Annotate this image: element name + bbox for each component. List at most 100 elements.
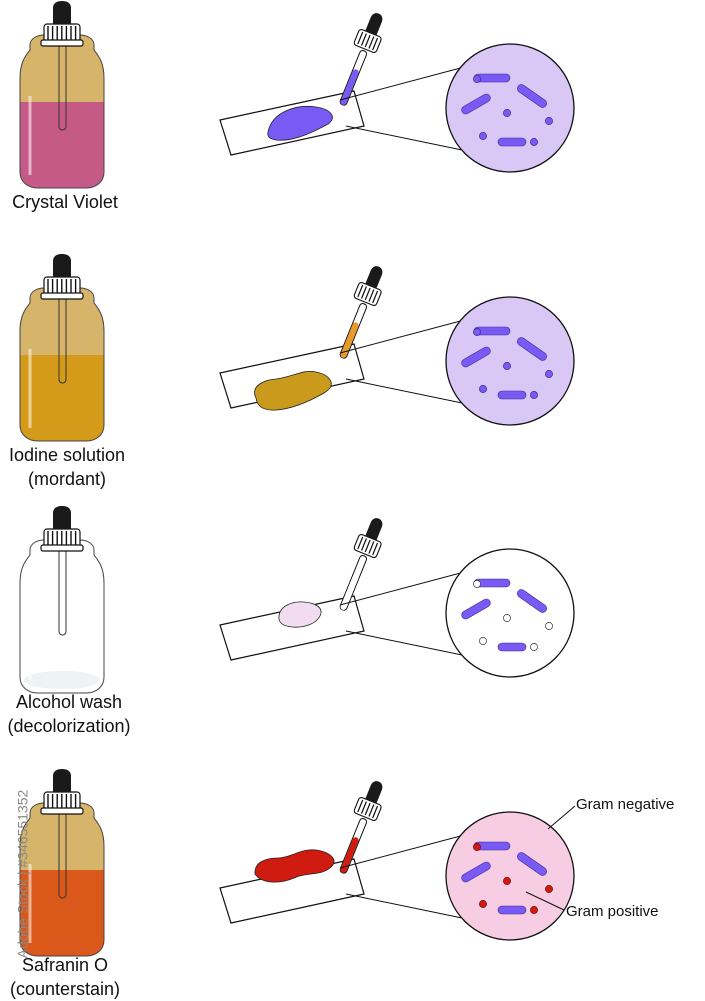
zoom-line-bottom xyxy=(345,125,463,151)
bacterium-coccus xyxy=(530,643,538,651)
bacterium-coccus xyxy=(473,75,481,83)
zoom-line-top xyxy=(339,570,469,606)
bacterium-coccus xyxy=(503,109,511,117)
step-1-label: Crystal Violet xyxy=(12,192,118,212)
collar-ridge xyxy=(364,287,371,301)
bacterium-rod xyxy=(497,642,527,652)
bacterium-rod xyxy=(461,598,491,620)
collar-ridge xyxy=(372,805,379,819)
bacterium-rod xyxy=(517,852,547,876)
gram-negative-pointer xyxy=(547,805,576,830)
step-3-label: Alcohol wash (decolorization) xyxy=(7,692,131,736)
collar-ridge xyxy=(368,289,375,302)
dropper xyxy=(339,781,383,874)
collar-ridge xyxy=(368,541,375,554)
dropper-liquid xyxy=(340,574,359,610)
collar-ridge xyxy=(364,34,371,48)
watermark-text: Adobe Stock | #346551352 xyxy=(14,789,31,959)
collar-ridge xyxy=(368,804,375,817)
collar-ridge xyxy=(357,799,364,813)
slide-stain xyxy=(254,370,332,411)
collar-ridge xyxy=(368,36,375,49)
dropper-bottle xyxy=(19,506,105,694)
bacterium-rod xyxy=(517,589,547,613)
bacterium-coccus xyxy=(473,328,481,336)
dropper-bottle xyxy=(19,1,105,189)
bacterium-rod xyxy=(517,337,547,361)
cap-rim xyxy=(40,292,84,300)
dropper-bulb xyxy=(365,781,383,804)
collar-ridge xyxy=(357,284,364,298)
dropper-bulb xyxy=(53,254,71,277)
bacterium-coccus xyxy=(503,877,511,885)
collar-ridge xyxy=(372,542,379,556)
collar-ridge xyxy=(360,801,367,814)
gram-negative-label: Gram negative xyxy=(576,796,675,813)
bacterium-coccus xyxy=(479,385,487,393)
dropper-bottle xyxy=(19,769,105,957)
dropper-bulb xyxy=(53,1,71,24)
bacterium-rod xyxy=(461,346,491,368)
gram-positive-label: Gram positive xyxy=(566,903,659,920)
bacterium-coccus xyxy=(479,637,487,645)
slide-stain xyxy=(267,106,333,141)
step-2-group xyxy=(19,254,575,442)
dropper-bulb xyxy=(53,769,71,792)
bacterium-coccus xyxy=(545,370,553,378)
bacterium-rod xyxy=(497,137,527,147)
dropper-liquid xyxy=(340,322,359,358)
dropper-liquid xyxy=(340,837,359,873)
zoom-line-bottom xyxy=(345,630,463,656)
bacterium-coccus xyxy=(503,614,511,622)
gram-positive-pointer xyxy=(525,891,565,911)
collar-ridge xyxy=(360,33,367,46)
bottle-liquid xyxy=(20,870,104,956)
bacterium-rod xyxy=(497,905,527,915)
collar-ridge xyxy=(364,802,371,816)
collar-ridge xyxy=(357,536,364,550)
dropper-bulb xyxy=(365,266,383,289)
bacterium-rod xyxy=(461,861,491,883)
step-4-group xyxy=(19,769,575,957)
dropper-bulb xyxy=(365,518,383,541)
dropper xyxy=(339,266,383,359)
dropper xyxy=(339,518,383,611)
zoom-line-top xyxy=(339,833,469,869)
bacterium-coccus xyxy=(545,885,553,893)
zoom-line-bottom xyxy=(345,378,463,404)
bacterium-coccus xyxy=(530,906,538,914)
step-3-group xyxy=(19,506,575,694)
bacterium-coccus xyxy=(503,362,511,370)
bottle-liquid xyxy=(20,355,104,441)
cap-rim xyxy=(40,544,84,552)
collar-ridge xyxy=(357,31,364,45)
cap-rim xyxy=(40,39,84,47)
bacterium-coccus xyxy=(530,391,538,399)
dropper-bottle xyxy=(19,254,105,442)
bacterium-coccus xyxy=(545,117,553,125)
dropper-bulb xyxy=(365,13,383,36)
collar-ridge xyxy=(364,539,371,553)
slide-stain xyxy=(254,849,335,883)
collar-ridge xyxy=(360,286,367,299)
bacterium-rod xyxy=(497,390,527,400)
step-2-label: Iodine solution (mordant) xyxy=(8,445,126,489)
bacterium-coccus xyxy=(473,580,481,588)
dropper-liquid xyxy=(340,69,359,105)
step-1-group xyxy=(19,1,575,189)
bottle-liquid xyxy=(20,102,104,188)
collar-ridge xyxy=(372,37,379,51)
zoom-line-bottom xyxy=(345,893,463,919)
bacterium-coccus xyxy=(530,138,538,146)
bottle-bottom-shade xyxy=(24,671,100,689)
dropper-bulb xyxy=(53,506,71,529)
slide-stain xyxy=(278,601,322,628)
collar-ridge xyxy=(360,538,367,551)
collar-ridge xyxy=(372,290,379,304)
bacterium-coccus xyxy=(479,132,487,140)
step-4-label: Safranin O (counterstain) xyxy=(9,955,121,999)
dropper xyxy=(339,13,383,106)
zoom-line-top xyxy=(339,65,469,101)
bacterium-coccus xyxy=(545,622,553,630)
